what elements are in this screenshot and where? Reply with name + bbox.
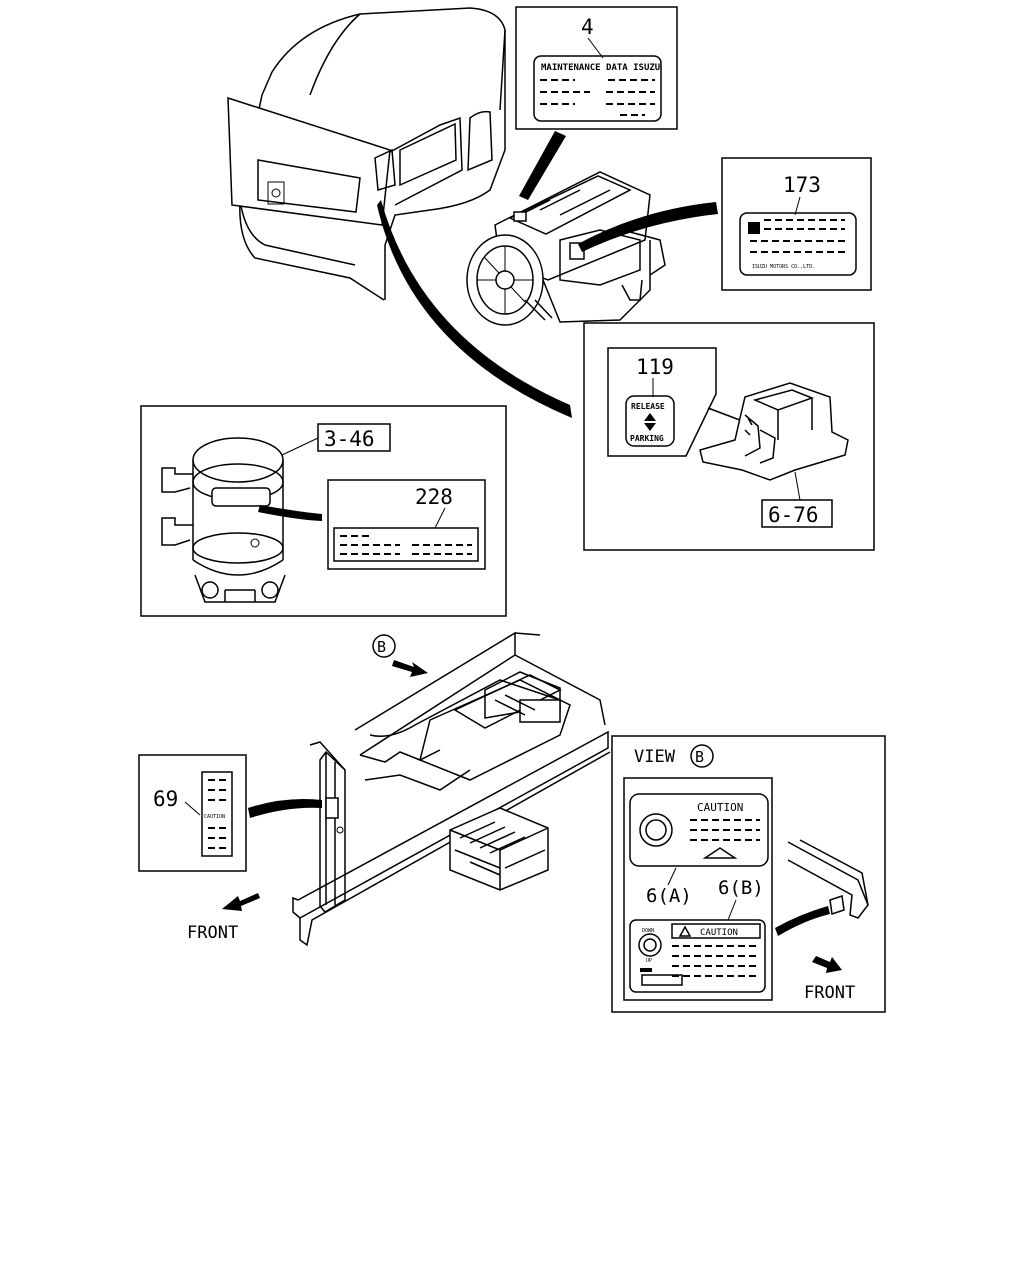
label-b-dial-top: DOWN: [642, 928, 654, 934]
front-arrow-left: FRONT: [187, 893, 260, 943]
label-b-caution-text: CAUTION: [700, 928, 738, 938]
part-ref-6b: 6(B): [718, 877, 764, 899]
front-label-left: FRONT: [187, 923, 238, 943]
chassis-view-marker: B: [377, 638, 386, 656]
engine: [466, 171, 666, 326]
emission-callout: 173 ISUZU MOTORS CO.,LTD.: [721, 157, 872, 291]
parking-callout: 119 RELEASE PARKING 6-76: [583, 322, 875, 551]
truck-cab: [227, 7, 506, 301]
parking-parking-text: PARKING: [630, 434, 664, 443]
maintenance-callout: 4 MAINTENANCE DATA ISUZU: [515, 6, 678, 130]
chassis-frame: B: [292, 631, 611, 947]
part-ref-119: 119: [636, 355, 674, 379]
dryer-callout: 3-46 228: [140, 405, 507, 617]
view-b-callout: VIEW B CAUTION 6(A) 6(B) CAUTION DOWN UP…: [611, 735, 886, 1013]
front-label-right: FRONT: [804, 983, 855, 1003]
part-ref-6-76: 6-76: [768, 503, 819, 527]
part-ref-228: 228: [415, 485, 453, 509]
part-ref-3-46: 3-46: [324, 427, 375, 451]
part-ref-69: 69: [153, 787, 178, 811]
view-b-title: VIEW: [634, 747, 676, 767]
step-caution-text: CAUTION: [204, 814, 225, 820]
maintenance-title: MAINTENANCE DATA ISUZU: [541, 63, 660, 73]
part-ref-6a: 6(A): [646, 885, 692, 907]
part-ref-173: 173: [783, 173, 821, 197]
step-callout: 69 CAUTION: [138, 754, 247, 872]
part-ref-4: 4: [581, 15, 594, 39]
label-a-caution-text: CAUTION: [697, 801, 743, 814]
emission-footer: ISUZU MOTORS CO.,LTD.: [752, 264, 815, 270]
view-b-marker: B: [695, 748, 704, 766]
label-b-dial-bottom: UP: [646, 958, 652, 964]
parking-release-text: RELEASE: [631, 402, 665, 411]
